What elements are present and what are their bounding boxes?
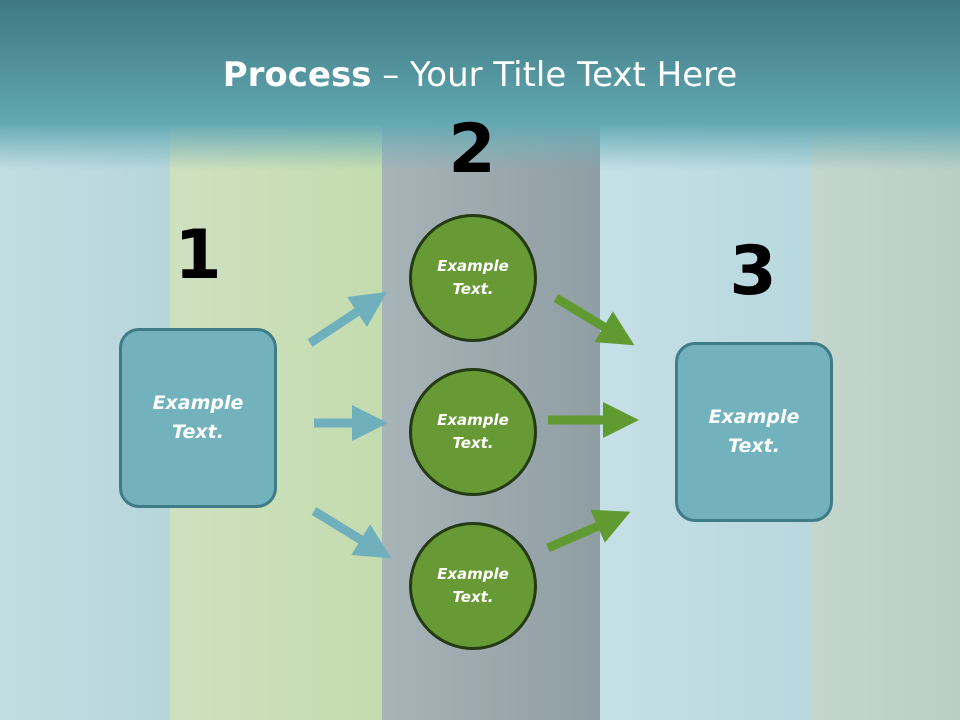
title-band — [0, 0, 960, 170]
title-bold: Process — [222, 55, 372, 95]
arrow-left-to-bottom — [311, 507, 392, 559]
circle-middle-text: Example Text. — [437, 411, 509, 452]
left-box-text: Example Text. — [152, 392, 244, 443]
circle-top: Example Text. — [409, 214, 537, 342]
step-number-2: 2 — [448, 110, 496, 189]
right-box-text: Example Text. — [708, 406, 800, 457]
left-process-box: Example Text. — [119, 328, 277, 508]
circle-top-text: Example Text. — [437, 257, 509, 298]
circle-bottom-text: Example Text. — [437, 565, 509, 606]
circle-bottom: Example Text. — [409, 522, 537, 650]
arrow-bottom-to-right — [546, 509, 631, 553]
slide-title: Process – Your Title Text Here — [0, 52, 960, 98]
title-rest: – Your Title Text Here — [371, 55, 738, 95]
right-process-box: Example Text. — [675, 342, 833, 522]
step-number-1: 1 — [174, 216, 222, 295]
arrow-left-to-top — [307, 292, 388, 347]
circle-middle: Example Text. — [409, 368, 537, 496]
step-number-3: 3 — [729, 232, 777, 311]
arrow-top-to-right — [553, 294, 635, 346]
